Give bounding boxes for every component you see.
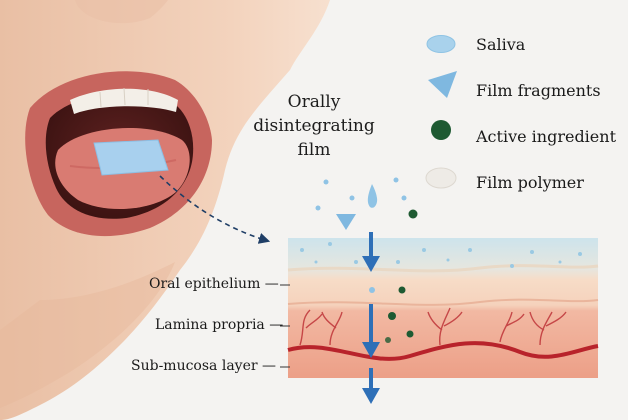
film-fragment-icon [428,71,457,98]
layer-label-oral-epithelium: Oral epithelium — [149,276,279,292]
layer-label-sub-mucosa: Sub-mucosa layer — [131,358,277,374]
absorption-flow-arrows [362,232,380,404]
active-ingredient-icon [431,120,451,140]
legend-label: Film polymer [476,173,584,192]
film-label-line: film [297,140,331,160]
legend-label: Saliva [476,35,526,54]
film-label-line: disintegrating [253,116,375,136]
saliva-drop-icon [426,35,456,53]
film-label-line: Orally [287,92,341,112]
legend-icons [425,35,457,189]
legend-item-saliva: Saliva [418,28,626,74]
teeth [70,88,178,114]
film-label: Orally disintegrating film [244,90,384,162]
face-illustration [0,0,330,420]
layer-label-lamina-propria: Lamina propria — [155,317,284,333]
film-strip [93,139,169,176]
legend-item-active-ingredient: Active ingredient [418,120,626,166]
legend-item-film-fragments: Film fragments [418,74,626,120]
film-polymer-icon [425,167,457,189]
tissue-cross-section [287,238,599,378]
legend: Saliva Film fragments Active ingredient … [418,28,626,212]
pointer-arrow [159,175,271,244]
falling-particles [315,177,418,230]
legend-label: Active ingredient [476,127,616,146]
capillaries [299,307,567,346]
blood-vessel [287,341,599,361]
legend-label: Film fragments [476,81,601,100]
legend-item-film-polymer: Film polymer [418,166,626,212]
